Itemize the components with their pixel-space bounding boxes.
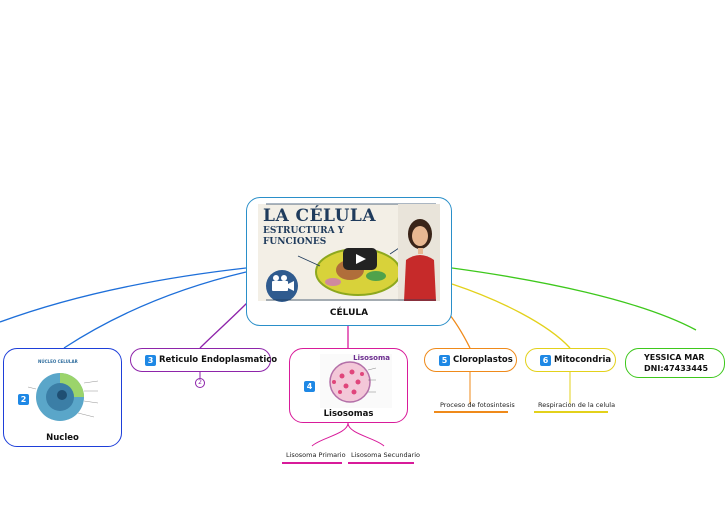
node-lisosomas[interactable]: Lisosoma 4 Lisosomas (289, 348, 408, 423)
lisosomas-badge: 4 (304, 381, 315, 392)
center-image-title-line1: LA CÉLULA (263, 206, 377, 226)
nucleo-image-caption: NÚCLEO CELULAR (38, 359, 78, 364)
nucleo-label: Nucleo (46, 433, 79, 443)
connector-nucleo (63, 271, 247, 349)
center-image: LA CÉLULA ESTRUCTURA Y FUNCIONES (258, 203, 440, 302)
cloroplastos-child[interactable]: Proceso de fotosintesis (440, 401, 515, 409)
reticulo-label: Reticulo Endoplasmatico (159, 355, 278, 365)
lisosoma-primario[interactable]: Lisosoma Primario (286, 451, 346, 459)
center-image-title-line2: ESTRUCTURA Y (263, 226, 345, 236)
connector-reticulo (199, 299, 251, 349)
node-mitocondria[interactable]: 6 Mitocondria (525, 348, 616, 372)
center-node[interactable]: LA CÉLULA ESTRUCTURA Y FUNCIONES (246, 197, 452, 326)
cloroplastos-badge: 5 (439, 355, 450, 366)
lisosomas-label: Lisosomas (323, 409, 374, 419)
lisosoma-secundario[interactable]: Lisosoma Secundario (351, 451, 421, 459)
connector-author (451, 267, 697, 331)
connector-left-edge (0, 267, 247, 323)
cloroplastos-label: Cloroplastos (453, 355, 513, 365)
mitocondria-child[interactable]: Respiracion de la celula (538, 401, 616, 409)
author-line1: YESSICA MAR (644, 353, 705, 362)
center-label: CÉLULA (329, 308, 369, 318)
node-author-clip: YESSICA MAR DNI:47433445 (622, 340, 725, 380)
mitocondria-badge: 6 (540, 355, 551, 366)
node-nucleo[interactable]: NÚCLEO CELULAR 2 Nucleo (3, 348, 122, 447)
lisosoma-primario-underline (282, 462, 342, 464)
reticulo-collapsed-count[interactable]: 2 (195, 378, 205, 388)
node-reticulo[interactable]: 3 Reticulo Endoplasmatico (130, 348, 277, 372)
reticulo-badge: 3 (145, 355, 156, 366)
nucleo-image: NÚCLEO CELULAR (27, 357, 108, 429)
connector-layer (0, 267, 697, 447)
connector-liso-children (311, 422, 385, 447)
center-image-title-line3: FUNCIONES (263, 237, 327, 247)
mitocondria-child-underline (534, 411, 608, 413)
mitocondria-label: Mitocondria (554, 355, 612, 365)
lisosoma-secundario-underline (348, 462, 414, 464)
cloroplastos-child-underline (434, 411, 508, 413)
play-icon[interactable] (343, 248, 377, 270)
lisosoma-image-title: Lisosoma (353, 354, 390, 362)
nucleus-illustration (27, 373, 99, 421)
cell-illustration (266, 203, 440, 302)
node-author[interactable]: YESSICA MAR DNI:47433445 (625, 348, 725, 378)
lysosome-illustration (329, 361, 377, 403)
author-line2: DNI:47433445 (644, 364, 709, 373)
lisosoma-image: Lisosoma (320, 354, 392, 408)
nucleo-badge: 2 (18, 394, 29, 405)
node-cloroplastos[interactable]: 5 Cloroplastos (424, 348, 517, 372)
connector-mitocondria (451, 283, 571, 349)
